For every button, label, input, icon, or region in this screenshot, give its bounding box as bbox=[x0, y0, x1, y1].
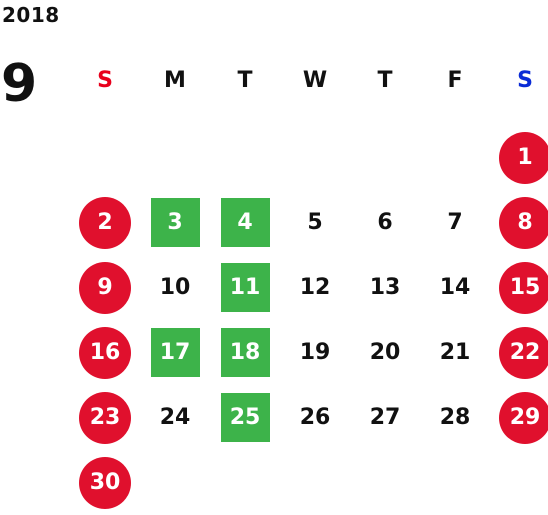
empty-day-cell bbox=[280, 450, 350, 515]
day-number: 10 bbox=[159, 275, 191, 300]
day-cell[interactable]: 3 bbox=[140, 190, 210, 255]
empty-day-cell bbox=[350, 450, 420, 515]
day-cell[interactable]: 18 bbox=[210, 320, 280, 385]
day-number: 7 bbox=[447, 210, 463, 235]
holiday-day-number: 1 bbox=[499, 131, 548, 184]
day-cell[interactable]: 26 bbox=[280, 385, 350, 450]
holiday-day-number: 23 bbox=[79, 391, 131, 444]
day-cell[interactable]: 15 bbox=[490, 255, 548, 320]
day-cell[interactable]: 1 bbox=[490, 125, 548, 190]
day-cell[interactable]: 11 bbox=[210, 255, 280, 320]
weekday-label: F bbox=[447, 68, 463, 93]
day-cell[interactable]: 17 bbox=[140, 320, 210, 385]
day-cell[interactable]: 13 bbox=[350, 255, 420, 320]
day-number: 28 bbox=[439, 405, 471, 430]
highlighted-day-number: 25 bbox=[220, 393, 270, 442]
month-number: 9 bbox=[1, 54, 38, 114]
day-cell[interactable]: 22 bbox=[490, 320, 548, 385]
weekday-label: T bbox=[237, 68, 253, 93]
day-number: 27 bbox=[369, 405, 401, 430]
holiday-day-number: 15 bbox=[499, 261, 548, 314]
holiday-day-number: 30 bbox=[79, 456, 131, 509]
day-cell[interactable]: 23 bbox=[70, 385, 140, 450]
highlighted-day-number: 11 bbox=[220, 263, 270, 312]
day-cell[interactable]: 28 bbox=[420, 385, 490, 450]
day-cell[interactable]: 27 bbox=[350, 385, 420, 450]
day-cell[interactable]: 25 bbox=[210, 385, 280, 450]
day-cell[interactable]: 5 bbox=[280, 190, 350, 255]
day-cell[interactable]: 19 bbox=[280, 320, 350, 385]
empty-day-cell bbox=[140, 125, 210, 190]
holiday-day-number: 9 bbox=[79, 261, 131, 314]
day-cell[interactable]: 7 bbox=[420, 190, 490, 255]
empty-day-cell bbox=[490, 450, 548, 515]
empty-day-cell bbox=[350, 125, 420, 190]
day-cell[interactable]: 8 bbox=[490, 190, 548, 255]
day-cell[interactable]: 20 bbox=[350, 320, 420, 385]
day-number: 19 bbox=[299, 340, 331, 365]
weekday-label: S bbox=[517, 68, 533, 93]
holiday-day-number: 29 bbox=[499, 391, 548, 444]
day-cell[interactable]: 24 bbox=[140, 385, 210, 450]
empty-day-cell bbox=[70, 125, 140, 190]
day-cell[interactable]: 2 bbox=[70, 190, 140, 255]
day-cell[interactable]: 29 bbox=[490, 385, 548, 450]
day-number: 13 bbox=[369, 275, 401, 300]
holiday-day-number: 16 bbox=[79, 326, 131, 379]
empty-day-cell bbox=[420, 125, 490, 190]
day-cell[interactable]: 6 bbox=[350, 190, 420, 255]
day-cell[interactable]: 14 bbox=[420, 255, 490, 320]
empty-day-cell bbox=[140, 450, 210, 515]
day-number: 14 bbox=[439, 275, 471, 300]
day-number: 21 bbox=[439, 340, 471, 365]
holiday-day-number: 8 bbox=[499, 196, 548, 249]
day-number: 5 bbox=[307, 210, 323, 235]
holiday-day-number: 2 bbox=[79, 196, 131, 249]
weekday-label: T bbox=[377, 68, 393, 93]
day-cell[interactable]: 30 bbox=[70, 450, 140, 515]
year-label: 2018 bbox=[2, 3, 60, 27]
day-cell[interactable]: 12 bbox=[280, 255, 350, 320]
empty-day-cell bbox=[420, 450, 490, 515]
day-cell[interactable]: 9 bbox=[70, 255, 140, 320]
weekday-label: S bbox=[97, 68, 113, 93]
holiday-day-number: 22 bbox=[499, 326, 548, 379]
highlighted-day-number: 17 bbox=[150, 328, 200, 377]
highlighted-day-number: 4 bbox=[220, 198, 270, 247]
highlighted-day-number: 18 bbox=[220, 328, 270, 377]
day-number: 12 bbox=[299, 275, 331, 300]
weekday-label: W bbox=[302, 68, 328, 93]
day-cell[interactable]: 21 bbox=[420, 320, 490, 385]
day-cell[interactable]: 10 bbox=[140, 255, 210, 320]
weekday-label: M bbox=[164, 68, 186, 93]
day-cell[interactable]: 16 bbox=[70, 320, 140, 385]
highlighted-day-number: 3 bbox=[150, 198, 200, 247]
day-number: 24 bbox=[159, 405, 191, 430]
day-number: 6 bbox=[377, 210, 393, 235]
day-cell[interactable]: 4 bbox=[210, 190, 280, 255]
day-number: 20 bbox=[369, 340, 401, 365]
empty-day-cell bbox=[280, 125, 350, 190]
day-number: 26 bbox=[299, 405, 331, 430]
empty-day-cell bbox=[210, 125, 280, 190]
empty-day-cell bbox=[210, 450, 280, 515]
